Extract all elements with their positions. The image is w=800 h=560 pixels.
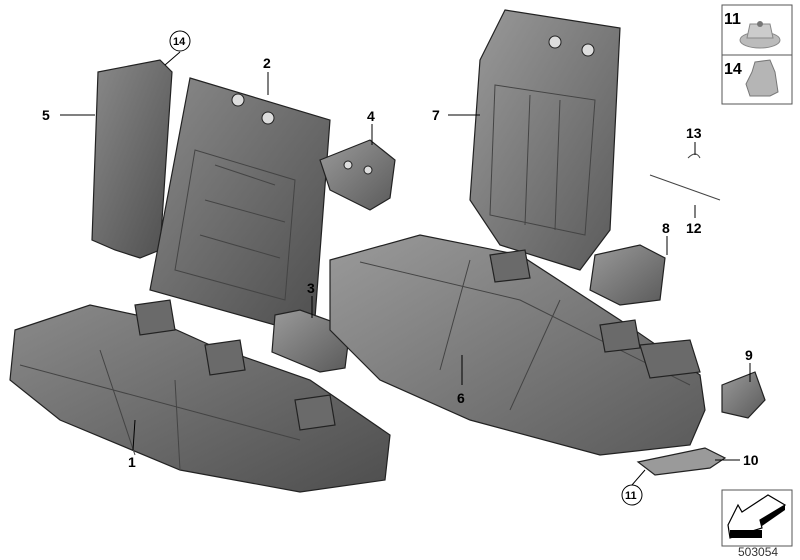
part-8-cover[interactable] [589,244,666,306]
callout-12[interactable]: 12 [686,220,702,236]
clip-icon [745,59,779,97]
part-10-trim-strip[interactable] [636,447,727,476]
arrow-icon [727,494,787,539]
part-4-bracket[interactable] [319,139,396,211]
part-2-backrest-left[interactable] [149,77,331,326]
flange-nut-icon [739,21,781,49]
callout-circle-11 [621,484,643,506]
callout-2[interactable]: 2 [263,55,271,71]
part-12-wire[interactable] [649,153,721,201]
part-7-backrest-right[interactable] [469,9,621,271]
callout-1[interactable]: 1 [128,454,136,470]
legend-number-11: 11 [724,11,741,28]
orientation-arrow-box [721,489,793,547]
part-5-side-trim[interactable] [91,59,173,259]
callout-13[interactable]: 13 [686,125,702,141]
legend-number-14: 14 [724,61,742,78]
hardware-legend: 11 14 [721,4,793,105]
callout-6[interactable]: 6 [457,390,465,406]
callout-5[interactable]: 5 [42,107,50,123]
callout-14[interactable]: 14 [173,36,186,48]
callout-9[interactable]: 9 [745,347,753,363]
part-6-seat-cushion[interactable] [329,234,706,456]
callout-3[interactable]: 3 [307,280,315,296]
callout-7[interactable]: 7 [432,107,440,123]
callout-4[interactable]: 4 [367,108,375,124]
callout-8[interactable]: 8 [662,220,670,236]
callout-circle-14 [169,30,191,52]
part-9-trim-cover[interactable] [721,371,766,419]
callout-11[interactable]: 11 [625,490,637,502]
part-1-seat-cushion[interactable] [9,299,391,493]
callout-10[interactable]: 10 [743,452,759,468]
diagram-id: 503054 [738,545,778,559]
